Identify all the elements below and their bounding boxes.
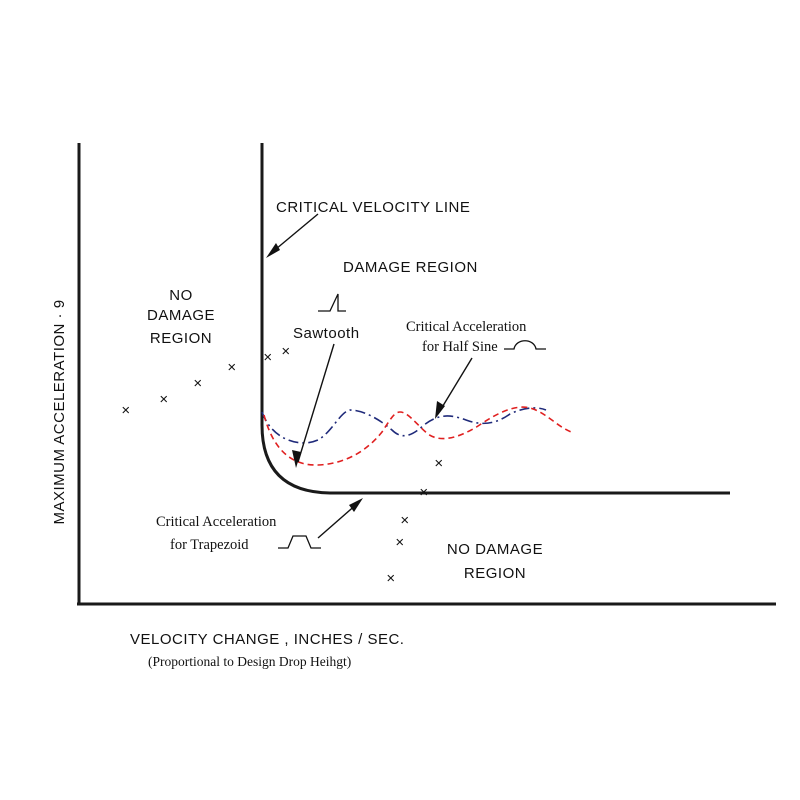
marker: × xyxy=(263,349,272,366)
damage-boundary-line xyxy=(260,143,730,495)
marker: × xyxy=(419,484,428,501)
sawtooth-curve xyxy=(263,406,575,466)
marker: × xyxy=(121,402,130,419)
y-axis-label: MAXIMUM ACCELERATION · 9 xyxy=(51,299,68,524)
trapezoid-label-line2: for Trapezoid xyxy=(170,537,249,553)
marker: × xyxy=(434,455,443,472)
no-damage-left-line2: DAMAGE xyxy=(147,307,215,324)
critical-velocity-arrow xyxy=(266,213,319,258)
no-damage-bottom-line2: REGION xyxy=(464,565,526,582)
half-sine-pulse-icon xyxy=(504,340,546,350)
half-sine-label-line1: Critical Acceleration xyxy=(406,319,527,335)
marker: × xyxy=(400,512,409,529)
marker: × xyxy=(159,391,168,408)
x-axis-label: VELOCITY CHANGE , INCHES / SEC. xyxy=(130,631,404,648)
no-damage-left-line1: NO xyxy=(169,287,193,304)
no-damage-bottom-line1: NO DAMAGE xyxy=(447,541,543,558)
half-sine-curve xyxy=(261,407,547,444)
no-damage-left-line3: REGION xyxy=(150,330,212,347)
critical-velocity-line-label: CRITICAL VELOCITY LINE xyxy=(276,199,470,216)
trapezoid-label-line1: Critical Acceleration xyxy=(156,514,277,530)
sawtooth-pulse-icon xyxy=(318,293,346,312)
sawtooth-label: Sawtooth xyxy=(293,325,360,342)
trapezoid-arrow xyxy=(317,498,363,539)
marker: × xyxy=(395,534,404,551)
half-sine-arrow xyxy=(435,357,473,419)
marker: × xyxy=(227,359,236,376)
damage-region-label: DAMAGE REGION xyxy=(343,259,478,276)
half-sine-label-line2: for Half Sine xyxy=(422,339,498,355)
sawtooth-arrow xyxy=(292,343,335,468)
marker: × xyxy=(193,375,202,392)
x-axis-sublabel: (Proportional to Design Drop Heihgt) xyxy=(148,654,351,669)
marker: × xyxy=(281,343,290,360)
test-point-markers: × × × × × × × × × × × xyxy=(121,343,443,587)
trapezoid-pulse-icon xyxy=(278,535,321,549)
marker: × xyxy=(386,570,395,587)
